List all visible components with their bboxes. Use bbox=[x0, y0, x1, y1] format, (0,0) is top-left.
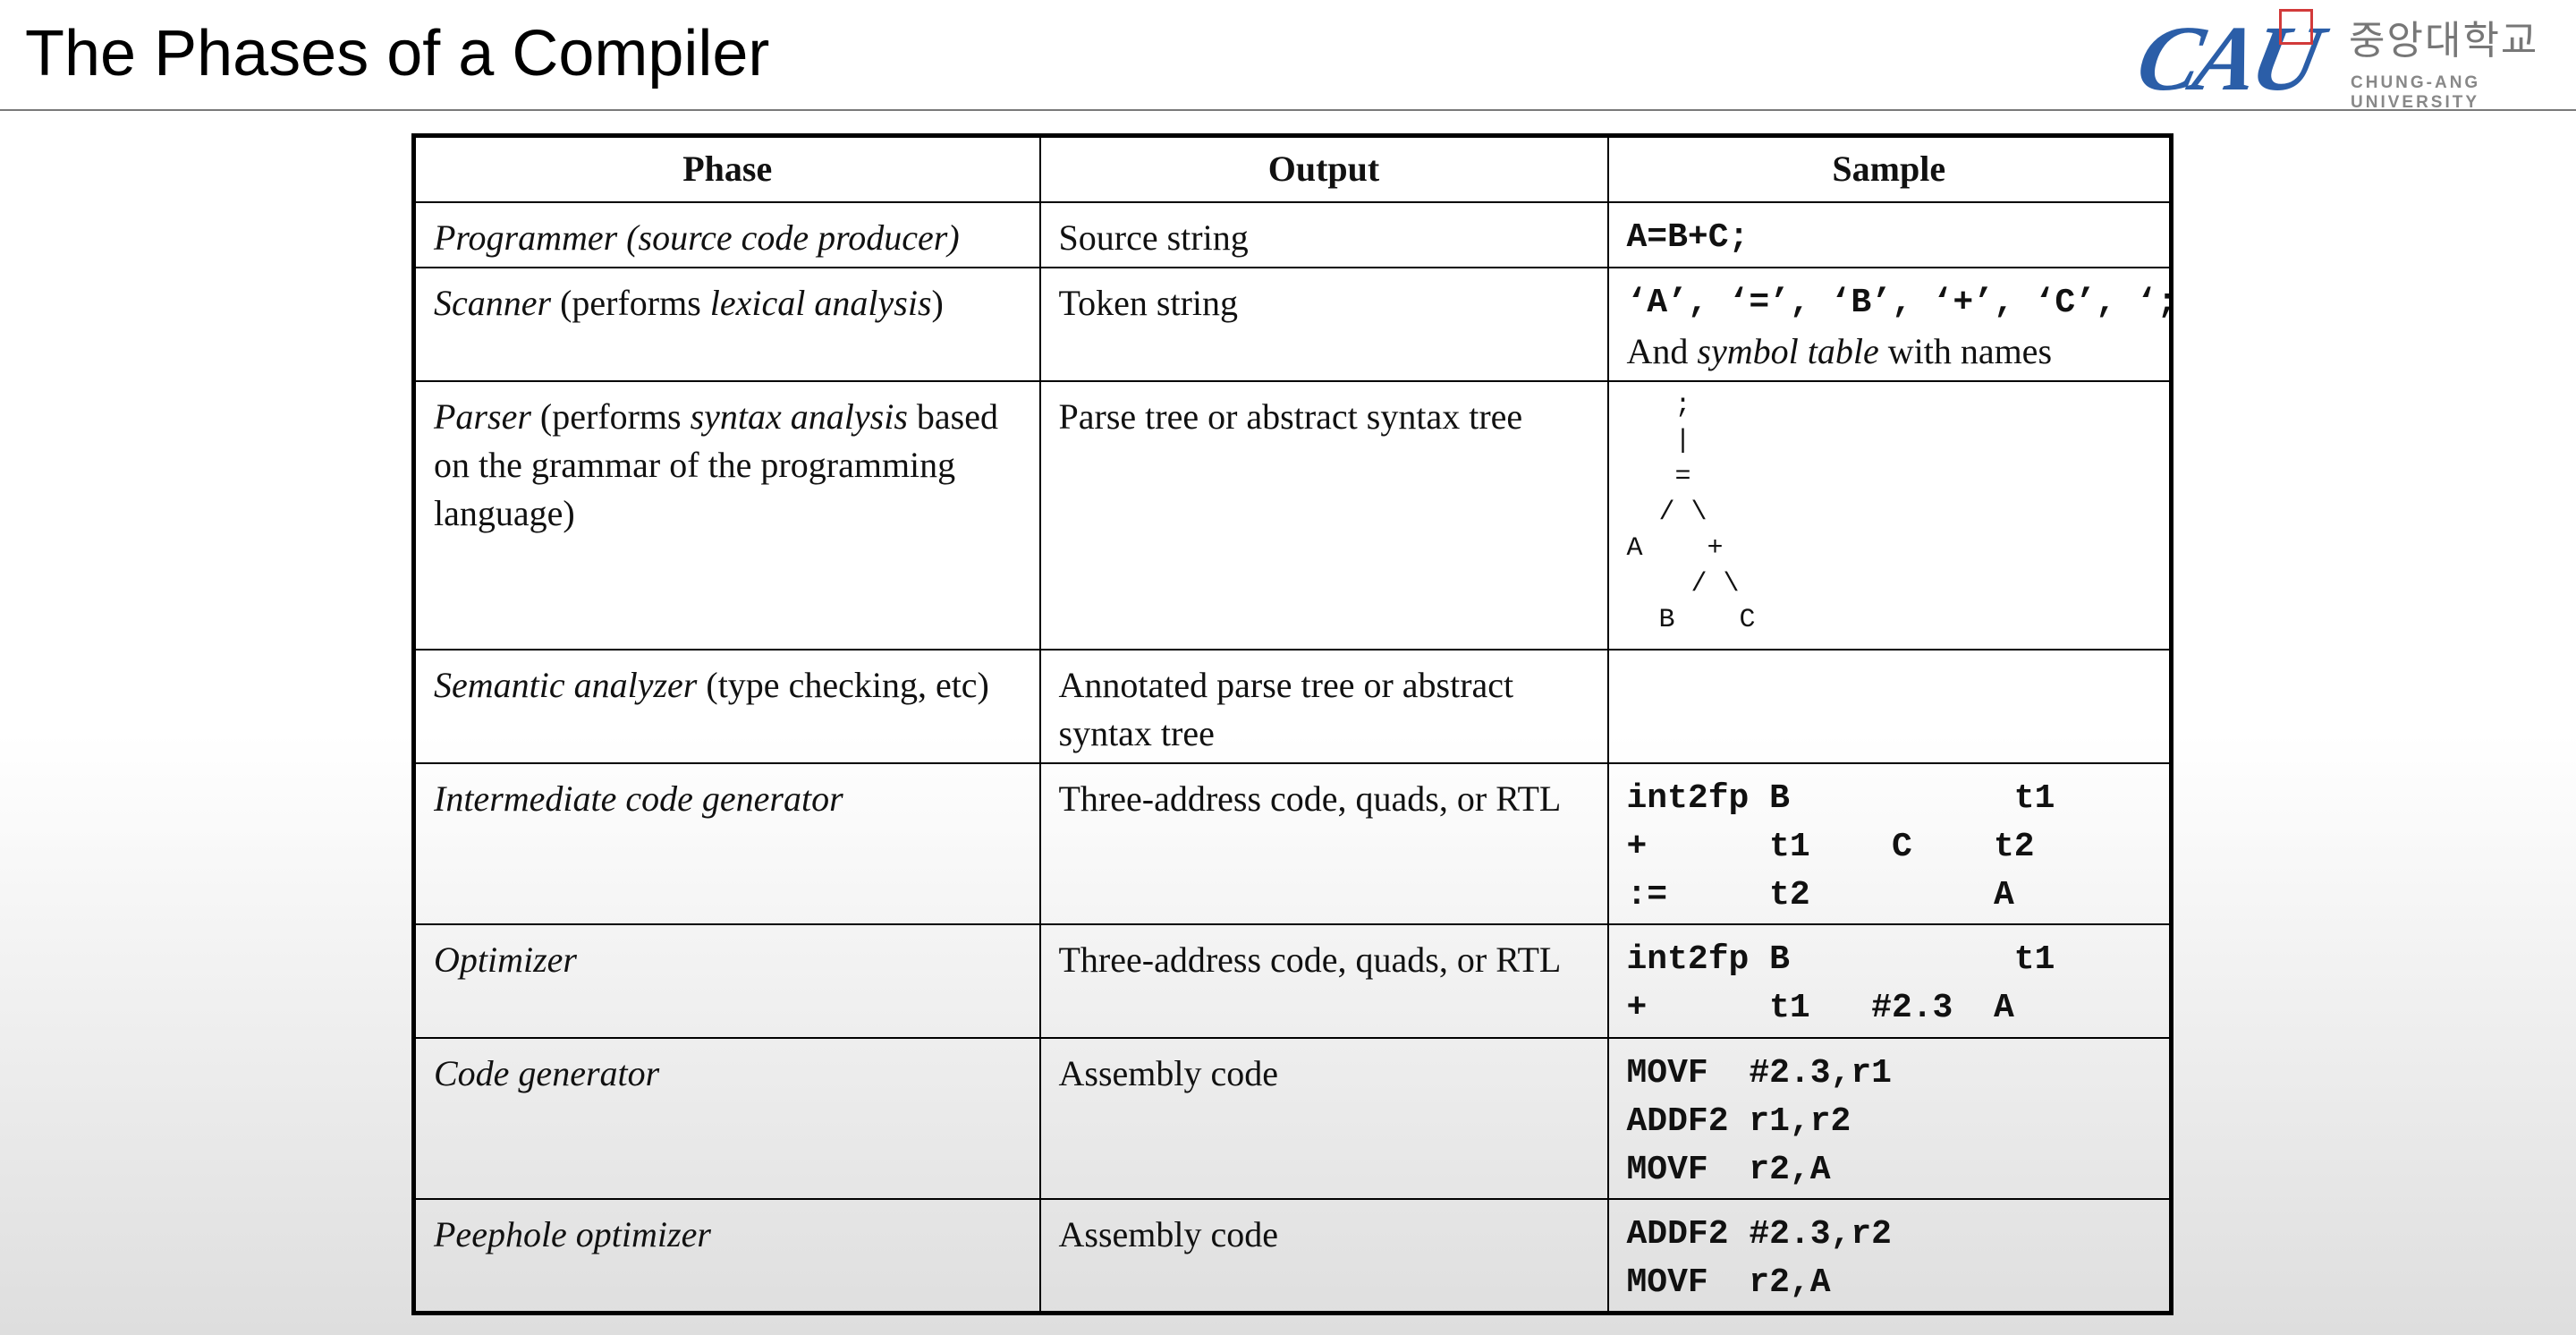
phase-name: Peephole optimizer bbox=[434, 1213, 711, 1254]
sample-code: ADDF2 #2.3,r2 MOVF r2,A bbox=[1626, 1214, 1892, 1302]
parse-tree-diagram: ; | = / \ A + / \ B C bbox=[1626, 389, 1756, 635]
table-row: Semantic analyzer (type checking, etc) A… bbox=[412, 648, 2173, 764]
university-logo: CAU 중앙대학교 CHUNG-ANG UNIVERSITY bbox=[2129, 5, 2558, 112]
sample-note-start: And bbox=[1626, 330, 1698, 371]
output-cell: Three-address code, quads, or RTL bbox=[1038, 923, 1609, 1039]
phase-desc-italic: syntax analysis bbox=[690, 395, 908, 437]
output-cell: Assembly code bbox=[1038, 1036, 1609, 1200]
slide-title: The Phases of a Compiler bbox=[25, 18, 770, 89]
phase-desc: (performs bbox=[551, 282, 710, 323]
phase-cell: Parser (performs syntax analysis based o… bbox=[412, 379, 1041, 650]
sample-cell bbox=[1606, 648, 2173, 764]
phase-name: Programmer (source code producer) bbox=[434, 217, 960, 258]
sample-note-end: with names bbox=[1878, 330, 2053, 371]
sample-code: int2fp B t1 + t1 #2.3 A bbox=[1626, 940, 2055, 1027]
output-cell: Source string bbox=[1038, 200, 1609, 268]
table-row: Peephole optimizer Assembly code ADDF2 #… bbox=[412, 1197, 2173, 1314]
table-row: Parser (performs syntax analysis based o… bbox=[412, 379, 2173, 650]
phase-cell: Optimizer bbox=[412, 923, 1041, 1039]
header-sample: Sample bbox=[1606, 134, 2173, 203]
phase-name: Intermediate code generator bbox=[434, 778, 843, 819]
sample-cell: int2fp B t1 + t1 #2.3 A bbox=[1606, 923, 2173, 1039]
sample-cell: ‘A’, ‘=’, ‘B’, ‘+’, ‘C’, ‘;’ And symbol … bbox=[1606, 266, 2173, 382]
phase-desc-end: based on the grammar of the programming … bbox=[434, 395, 998, 533]
sample-cell: MOVF #2.3,r1 ADDF2 r1,r2 MOVF r2,A bbox=[1606, 1036, 2173, 1200]
output-cell: Parse tree or abstract syntax tree bbox=[1038, 379, 1609, 650]
phase-name: Scanner bbox=[434, 282, 552, 323]
phase-desc-italic: lexical analysis bbox=[709, 282, 932, 323]
phase-name: Parser bbox=[434, 395, 531, 437]
sample-code: MOVF #2.3,r1 ADDF2 r1,r2 MOVF r2,A bbox=[1626, 1053, 1892, 1189]
table-row: Intermediate code generator Three-addres… bbox=[412, 761, 2173, 925]
output-cell: Token string bbox=[1038, 266, 1609, 382]
phase-cell: Scanner (performs lexical analysis) bbox=[412, 266, 1041, 382]
output-cell: Three-address code, quads, or RTL bbox=[1038, 761, 1609, 925]
logo-accent-box bbox=[2279, 9, 2313, 45]
output-cell: Annotated parse tree or abstract syntax … bbox=[1038, 648, 1609, 764]
phase-name: Semantic analyzer bbox=[434, 664, 698, 705]
output-cell: Assembly code bbox=[1038, 1197, 1609, 1314]
header-output: Output bbox=[1038, 134, 1609, 203]
table-row: Programmer (source code producer) Source… bbox=[412, 200, 2173, 268]
sample-code: int2fp B t1 + t1 C t2 := t2 A bbox=[1626, 778, 2055, 914]
phase-desc: (performs bbox=[530, 395, 691, 437]
compiler-phases-table: Phase Output Sample Programmer (source c… bbox=[411, 133, 2174, 1315]
phase-cell: Programmer (source code producer) bbox=[412, 200, 1041, 268]
table-row: Optimizer Three-address code, quads, or … bbox=[412, 923, 2173, 1039]
sample-cell: ADDF2 #2.3,r2 MOVF r2,A bbox=[1606, 1197, 2173, 1314]
sample-code: ‘A’, ‘=’, ‘B’, ‘+’, ‘C’, ‘;’ bbox=[1626, 283, 2172, 322]
sample-cell: A=B+C; bbox=[1606, 200, 2173, 268]
logo-english-name: CHUNG-ANG UNIVERSITY bbox=[2351, 73, 2481, 112]
title-divider bbox=[0, 109, 2576, 111]
sample-note-italic: symbol table bbox=[1697, 330, 1879, 371]
header-phase: Phase bbox=[412, 134, 1041, 203]
phase-name: Code generator bbox=[434, 1052, 660, 1093]
sample-code: A=B+C; bbox=[1626, 217, 1750, 257]
logo-korean-name: 중앙대학교 bbox=[2349, 18, 2539, 64]
table-header-row: Phase Output Sample bbox=[412, 134, 2173, 203]
sample-note: And symbol table with names bbox=[1627, 327, 2152, 376]
table-row: Scanner (performs lexical analysis) Toke… bbox=[412, 266, 2173, 382]
table-row: Code generator Assembly code MOVF #2.3,r… bbox=[412, 1036, 2173, 1200]
phase-cell: Code generator bbox=[412, 1036, 1041, 1200]
sample-cell: int2fp B t1 + t1 C t2 := t2 A bbox=[1606, 761, 2173, 925]
phase-cell: Semantic analyzer (type checking, etc) bbox=[412, 648, 1041, 764]
phase-cell: Intermediate code generator bbox=[412, 761, 1041, 925]
phase-desc-end: ) bbox=[931, 282, 944, 323]
phase-name: Optimizer bbox=[434, 939, 577, 980]
sample-cell: ; | = / \ A + / \ B C bbox=[1606, 379, 2173, 650]
phase-desc: (type checking, etc) bbox=[697, 664, 989, 705]
phase-cell: Peephole optimizer bbox=[412, 1197, 1041, 1314]
